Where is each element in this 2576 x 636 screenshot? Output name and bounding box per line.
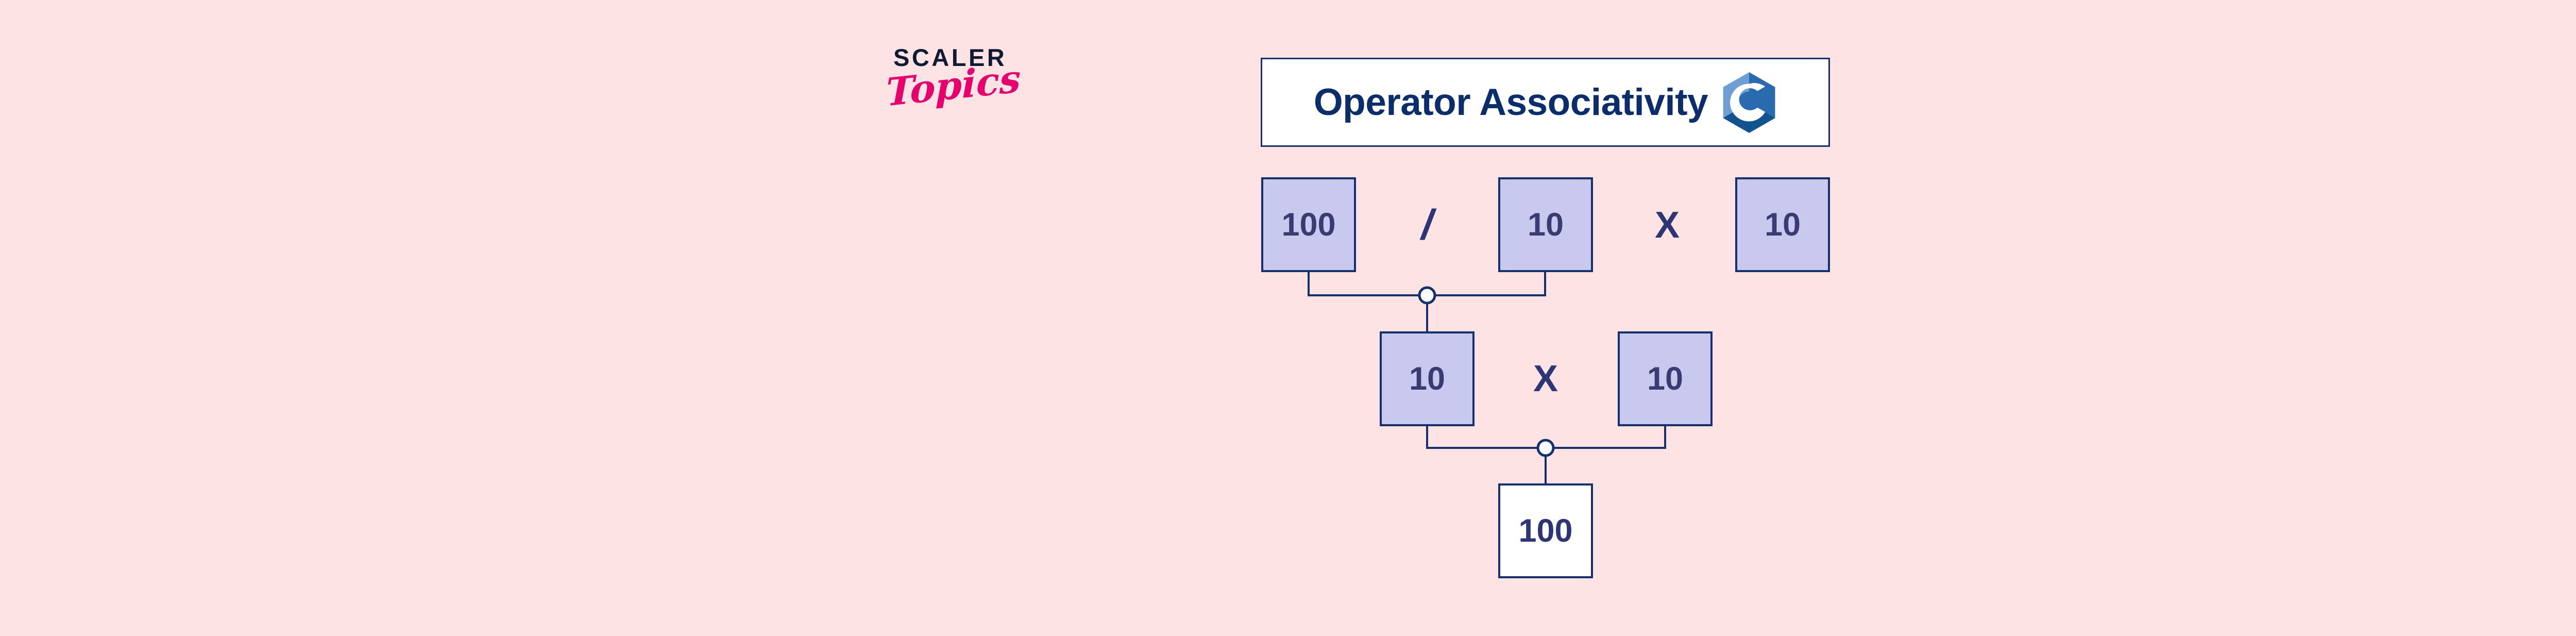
row-1-value-10-a: 10 — [1498, 177, 1593, 272]
row-1-operator-multiply: X — [1654, 205, 1680, 246]
brand-wordmark: SCALER — [893, 44, 1007, 71]
row-2-operator-multiply: X — [1533, 358, 1558, 399]
junction-node-2 — [1536, 439, 1555, 457]
scaler-topics-logo: SCALER Topics — [886, 44, 1038, 133]
row-2-value-10-a: 10 — [1380, 331, 1475, 426]
junction-node-1 — [1418, 286, 1436, 305]
page-title: Operator Associativity — [1313, 81, 1708, 123]
row-1-value-100: 100 — [1261, 177, 1356, 272]
row-1-operator-divide: / — [1421, 202, 1433, 248]
row-3-result-100: 100 — [1498, 483, 1593, 578]
row-1-value-10-b: 10 — [1735, 177, 1830, 272]
title-card: Operator Associativity — [1261, 58, 1830, 147]
c-language-logo-icon — [1723, 72, 1775, 133]
row-2-value-10-b: 10 — [1618, 331, 1713, 426]
